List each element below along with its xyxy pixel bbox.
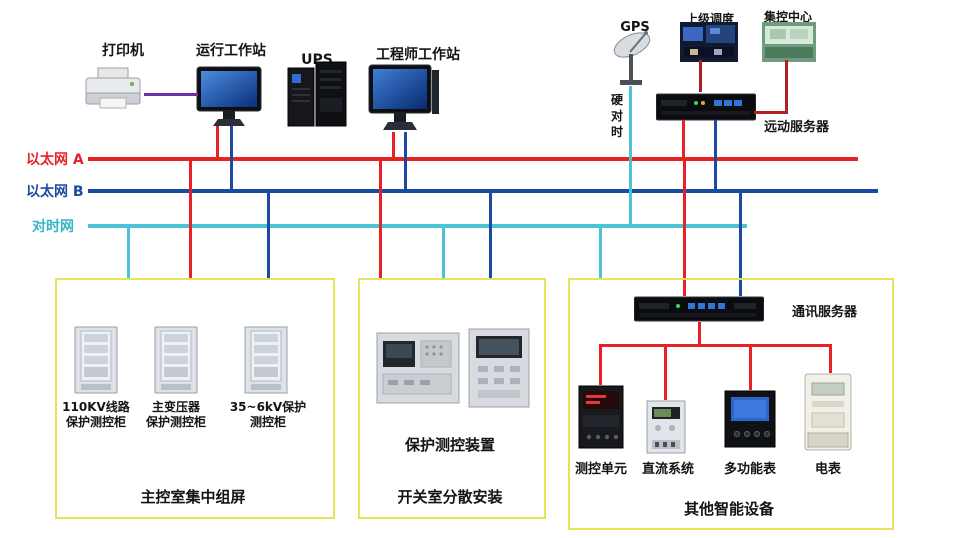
gps-hard-time-sync-label: 硬对时 [611,93,624,140]
smart-devices-box [568,278,894,530]
energy-meter-image [804,373,852,451]
cabinet-transformer-image [154,326,198,398]
multifunction-meter-image [724,390,776,448]
engineer-workstation-label: 工程师工作站 [376,47,460,63]
dc-system-label: 直流系统 [641,462,694,477]
telemetry-server-image [656,92,756,122]
comm-server-label: 通讯服务器 [792,305,858,320]
server-eth-b-line [714,120,717,189]
engineer-ws-eth-b-line [404,132,407,189]
smart-box-time-line [599,228,602,278]
cabinet-transformer-label: 主变压器 保护测控柜 [128,400,224,430]
smart-devices-title: 其他智能设备 [683,500,774,518]
ups-image [286,58,348,128]
smart-box-eth-a-line [683,161,686,296]
server-control-center-line-h [754,111,788,114]
ethernet-b-bus [88,189,878,193]
engineer-ws-eth-a-line [392,132,395,157]
cabinet-110kv-label: 110KV线路 保护测控柜 [48,400,144,430]
mc-unit-drop-line [599,346,602,385]
cabinet-110kv-label-line2: 保护测控柜 [65,415,126,429]
cabinet-35-6kv-label: 35~6kV保护 测控柜 [220,400,316,430]
smart-box-eth-b-line [739,193,742,296]
panel-room-eth-b-line [267,193,270,278]
mc-unit-image [578,385,624,449]
control-center-image [762,22,816,62]
ethernet-b-label: 以太网 B [26,184,84,200]
printer-image [82,66,144,114]
multifunction-meter-label: 多功能表 [723,462,776,477]
switch-room-time-line [442,228,445,278]
panel-room-box [55,278,335,519]
operator-workstation-image [196,66,262,128]
telemetry-server-label: 远动服务器 [764,120,830,135]
dc-system-drop-line [664,346,667,400]
cabinet-transformer-label-line1: 主变压器 [151,400,200,414]
ethernet-a-label: 以太网 A [26,152,84,168]
switch-room-eth-b-line [489,193,492,278]
cabinet-35-6kv-label-line2: 测控柜 [249,415,286,429]
dc-system-image [646,400,686,454]
comm-server-image [634,296,764,322]
time-net-bus [88,224,747,228]
switch-room-title: 开关室分散安装 [397,488,503,506]
protection-device-1-image [376,332,460,404]
gps-dish-image [606,28,662,88]
switch-room-eth-a-line [379,161,382,278]
ethernet-a-bus [88,157,858,161]
cabinet-35-6kv-image [244,326,288,398]
mc-unit-label: 测控单元 [574,462,627,477]
cabinet-110kv-label-line1: 110KV线路 [62,400,130,414]
panel-room-eth-a-line [189,161,192,278]
control-center-label: 集控中心 [763,10,812,24]
server-eth-a-line [682,120,685,157]
panel-room-time-line [127,228,130,278]
printer-label: 打印机 [102,43,144,59]
operator-workstation-label: 运行工作站 [196,43,266,59]
printer-link-line [144,93,198,96]
operator-ws-eth-a-line [216,126,219,157]
multimeter-drop-line [749,346,752,390]
protection-device-2-image [468,328,530,408]
energy-meter-label: 电表 [814,462,841,477]
comm-server-drop-line [698,322,701,346]
switch-room-box [358,278,546,519]
engineer-workstation-image [368,64,440,132]
cabinet-transformer-label-line2: 保护测控柜 [145,415,206,429]
panel-room-title: 主控室集中组屏 [140,488,246,506]
dispatch-image [680,22,738,62]
cabinet-35-6kv-label-line1: 35~6kV保护 [229,400,307,414]
gps-time-line [629,86,632,224]
energy-meter-drop-line [829,346,832,373]
operator-ws-eth-b-line [230,126,233,189]
cabinet-110kv-image [74,326,118,398]
time-net-label: 对时网 [32,219,74,235]
switch-room-device-label: 保护测控装置 [404,436,495,454]
server-dispatch-line [699,60,702,92]
server-control-center-line-v [785,60,788,114]
distribution-bus-line [599,344,832,347]
gps-label: GPS [620,20,650,35]
